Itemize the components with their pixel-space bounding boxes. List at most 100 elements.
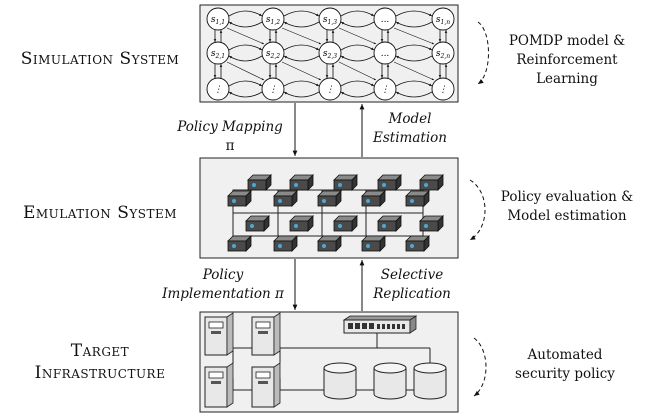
- emulation-note-line2: Model estimation: [507, 208, 627, 224]
- emulation-node-icon: [333, 215, 358, 232]
- state-node-label: ⋮: [326, 85, 335, 95]
- state-node: [206, 41, 230, 65]
- state-node: [318, 41, 342, 65]
- state-node: [373, 77, 397, 101]
- policy-mapping-label: Policy Mapping π: [170, 118, 290, 156]
- emulation-node-icon: [273, 190, 298, 207]
- emulation-system-label: Emulation System: [2, 202, 198, 224]
- database-icon: [373, 362, 407, 400]
- policy-implementation-line1: Policy: [202, 267, 244, 283]
- state-transition-edge: [283, 44, 320, 51]
- model-estimation-label: Model Estimation: [368, 110, 452, 148]
- state-transition-edge: [393, 27, 435, 45]
- selective-replication-line1: Selective: [380, 267, 444, 283]
- state-node: [373, 7, 397, 31]
- emulation-node-icon: [289, 174, 314, 191]
- emulation-node-icon: [273, 235, 298, 252]
- state-node: [261, 77, 285, 101]
- state-node-label: s2,n: [436, 49, 450, 60]
- curved-loop-arrow-icon: [469, 179, 486, 241]
- emulation-side-note: Policy evaluation & Model estimation: [492, 188, 642, 226]
- state-transition-edge: [338, 61, 377, 81]
- state-transition-edge: [226, 27, 265, 45]
- state-node: [318, 77, 342, 101]
- state-node: [261, 41, 285, 65]
- database-icon: [323, 362, 357, 400]
- server-icon: [204, 312, 234, 356]
- state-node-label: ⋮: [214, 85, 223, 95]
- state-transition-edge: [228, 80, 263, 87]
- state-node-label: s2,2: [266, 49, 280, 60]
- emulation-node-icon: [419, 174, 444, 191]
- simulation-note-line2: Reinforcement Learning: [516, 52, 618, 87]
- emulation-node-icon: [361, 190, 386, 207]
- state-node: [261, 7, 285, 31]
- state-node-label: s2,3: [323, 49, 337, 60]
- emulation-node-icon: [317, 190, 342, 207]
- simulation-system-title: Simulation System: [20, 49, 180, 69]
- state-node: [206, 77, 230, 101]
- state-transition-edge: [283, 55, 320, 62]
- state-transition-edge: [281, 61, 322, 81]
- target-side-note: Automated security policy: [494, 346, 636, 384]
- emulation-network-nodes: [227, 174, 444, 252]
- emulation-node-icon: [227, 235, 252, 252]
- model-estimation-line2: Estimation: [373, 130, 447, 146]
- emulation-node-icon: [361, 235, 386, 252]
- database-icon: [413, 362, 447, 400]
- emulation-node-icon: [377, 215, 402, 232]
- state-transition-edge: [283, 91, 320, 98]
- selective-replication-label: Selective Replication: [366, 266, 458, 304]
- target-note-line2: security policy: [515, 366, 615, 382]
- state-node-label: s1,3: [323, 15, 337, 26]
- state-node-label: s1,n: [436, 15, 450, 26]
- state-transition-edge: [395, 80, 433, 87]
- server-icon: [251, 312, 281, 356]
- emulation-node-icon: [405, 190, 430, 207]
- server-icon: [204, 362, 234, 408]
- server-icon: [251, 362, 281, 408]
- emulation-node-icon: [247, 174, 272, 191]
- curved-loop-arrow-icon: [473, 337, 487, 397]
- emulation-node-icon: [317, 235, 342, 252]
- state-transition-edge: [338, 27, 377, 45]
- state-node-label: ...: [381, 15, 390, 25]
- state-node: [206, 7, 230, 31]
- simulation-note-line1: POMDP model &: [508, 33, 626, 49]
- state-node: [318, 7, 342, 31]
- state-node-label: ⋮: [439, 85, 448, 95]
- curved-loop-arrow-icon: [477, 21, 489, 85]
- state-transition-edge: [340, 55, 375, 62]
- state-transition-edge: [395, 21, 433, 28]
- simulation-side-note: POMDP model & Reinforcement Learning: [488, 32, 646, 89]
- emulation-system-title: Emulation System: [22, 203, 178, 223]
- state-node-label: ...: [381, 49, 390, 59]
- state-node: [373, 41, 397, 65]
- state-transition-edge: [283, 80, 320, 87]
- policy-implementation-line2: Implementation π: [162, 286, 284, 302]
- state-transition-edge: [281, 27, 322, 45]
- state-transition-edge: [283, 21, 320, 28]
- state-transition-edge: [228, 91, 263, 98]
- state-transition-edge: [228, 55, 263, 62]
- emulation-note-line1: Policy evaluation &: [500, 189, 634, 205]
- state-transition-edge: [340, 21, 375, 28]
- simulation-system-label: Simulation System: [2, 48, 198, 70]
- model-estimation-line1: Model: [388, 111, 432, 127]
- state-transition-edge: [228, 44, 263, 51]
- emulation-node-icon: [377, 174, 402, 191]
- policy-mapping-line1: Policy Mapping: [177, 119, 283, 135]
- state-transition-edge: [340, 91, 375, 98]
- target-label-line1: Target: [70, 341, 130, 361]
- state-transition-edge: [340, 80, 375, 87]
- state-transition-edge: [228, 21, 263, 28]
- state-node-label: ⋮: [381, 85, 390, 95]
- state-node-label: s2,1: [211, 49, 225, 60]
- emulation-node-icon: [289, 215, 314, 232]
- state-transition-edge: [395, 55, 433, 62]
- emulation-node-icon: [419, 215, 444, 232]
- state-transition-edge: [340, 44, 375, 51]
- state-node: [431, 77, 455, 101]
- state-transition-edge: [395, 91, 433, 98]
